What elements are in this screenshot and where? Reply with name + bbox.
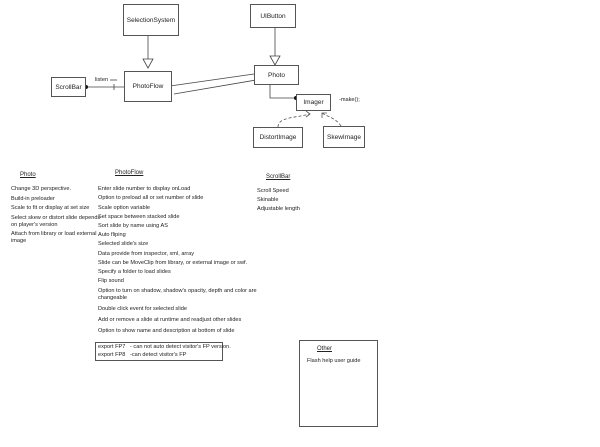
photoflow-feature: Data provide from inspector, xml, array: [98, 251, 195, 257]
photoflow-feature: Specify a folder to load slides: [98, 269, 171, 275]
edge-photo-imager: [269, 85, 298, 100]
photoflow-feature: Option to preload all or set number of s…: [98, 195, 204, 201]
node-imager: Imager: [296, 94, 331, 111]
edge-imager-skewimage: [321, 112, 342, 127]
other-feature: Flash help user guide: [307, 358, 361, 364]
node-label: DistortImage: [259, 134, 297, 141]
photoflow-feature: Set space between stacked slide: [98, 214, 180, 220]
photoflow-feature: Scale option variable: [98, 205, 150, 211]
node-label: PhotoFlow: [132, 83, 164, 90]
photoflow-feature: Selected slide's size: [98, 241, 149, 247]
export-key: export FP7: [98, 344, 126, 350]
node-label: UIButton: [260, 12, 286, 20]
photoflow-panel-title: PhotoFlow: [115, 170, 144, 176]
photoflow-feature: Double click event for selected slide: [98, 306, 187, 312]
photoflow-feature: Flip sound: [98, 278, 124, 284]
edge-label-make: -make();: [339, 97, 360, 103]
scrollbar-feature: Scroll Speed: [257, 188, 289, 194]
scrollbar-feature: Skinable: [257, 197, 279, 203]
photo-feature: Select skew or distort slide depends on …: [11, 215, 101, 228]
photoflow-feature: Sort slide by name using AS: [98, 223, 168, 229]
node-photoflow: PhotoFlow: [124, 71, 172, 102]
export-key: export FP8: [98, 352, 126, 358]
photoflow-feature: Auto fliping: [98, 232, 126, 238]
photo-feature: Change 3D perspective.: [11, 186, 72, 192]
photo-feature: Build-in preloader: [11, 196, 55, 202]
edge-uibutton-photo: [269, 28, 281, 66]
node-label: SelectionSystem: [126, 16, 176, 24]
node-selectionsystem: SelectionSystem: [123, 4, 179, 36]
node-uibutton: UIButton: [250, 4, 296, 28]
node-skewimage: SkewImage: [323, 126, 365, 148]
node-distortimage: DistortImage: [253, 127, 303, 148]
edge-imager-distortimage: [277, 110, 311, 128]
node-label: ScrollBar: [55, 83, 82, 91]
scrollbar-feature: Adjustable length: [257, 206, 300, 212]
photoflow-feature: Option to show name and description at b…: [98, 328, 235, 334]
node-label: Imager: [303, 99, 324, 106]
node-scrollbar: ScrollBar: [51, 77, 86, 97]
photoflow-feature: Add or remove a slide at runtime and rea…: [98, 317, 242, 323]
export-value: -can detect visitor's FP: [130, 352, 187, 358]
edge-photoflow-photo: [168, 73, 259, 95]
export-info-box: [95, 342, 223, 361]
photoflow-feature: Enter slide number to display onLoad: [98, 186, 191, 192]
photo-feature: Attach from library or load external ima…: [11, 231, 97, 244]
photo-feature: Scale to fit or display at set size: [11, 205, 90, 211]
edge-selectionsystem-photoflow: [142, 36, 154, 69]
edge-label-listen: listen: [95, 77, 109, 83]
export-value: - can not auto detect visitor's FP versi…: [130, 344, 231, 350]
other-panel-frame: [299, 340, 378, 427]
photoflow-feature: Option to turn on shadow, shadow's opaci…: [98, 288, 257, 301]
edge-scrollbar-photoflow: [84, 79, 124, 90]
node-label: Photo: [268, 71, 285, 79]
scrollbar-panel-title: ScrollBar: [266, 174, 291, 180]
node-photo: Photo: [254, 65, 299, 85]
photoflow-feature: Slide can be MoveClip from library, or e…: [98, 260, 248, 266]
node-label: SkewImage: [327, 133, 361, 141]
photo-panel-title: Photo: [20, 172, 36, 178]
other-panel-title: Other: [317, 346, 333, 352]
